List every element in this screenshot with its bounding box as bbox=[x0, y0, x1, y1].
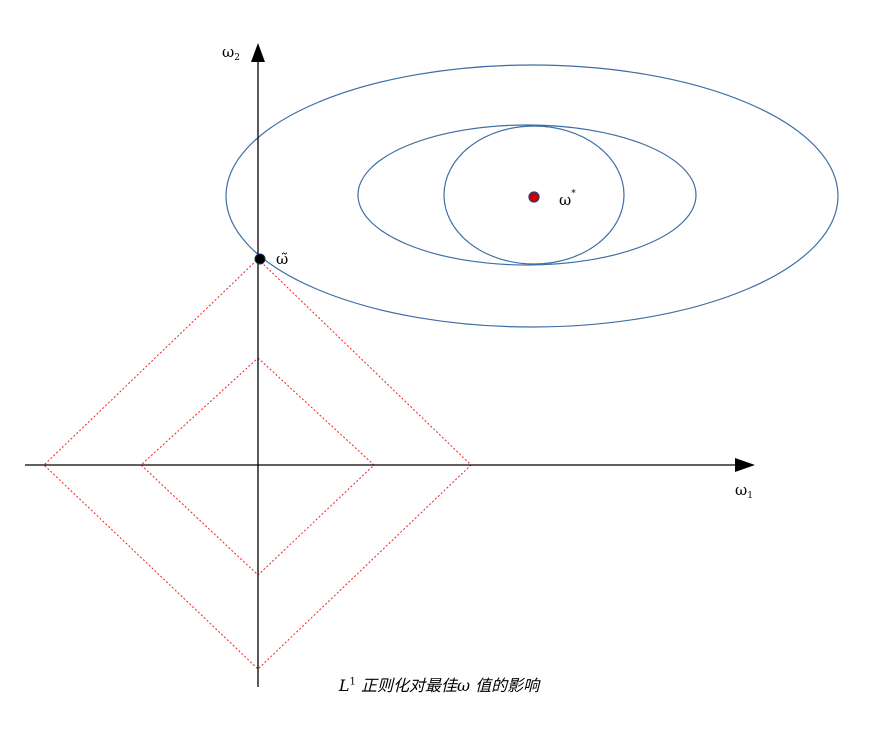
x-axis-label: ω1 bbox=[735, 481, 753, 501]
loss-contours bbox=[225, 64, 839, 328]
x-axis-arrow bbox=[735, 458, 755, 472]
y-axis-arrow bbox=[251, 43, 265, 62]
figure-caption: L1 正则化对最佳ω 值的影响 bbox=[0, 672, 878, 696]
contour-middle bbox=[357, 124, 697, 266]
caption-text: 正则化对最佳ω 值的影响 bbox=[355, 676, 540, 695]
contour-outer bbox=[225, 64, 839, 328]
contour-inner bbox=[443, 125, 625, 265]
l1-diamond-outer bbox=[43, 258, 472, 670]
y-axis-label: ω2 bbox=[222, 43, 240, 63]
caption-prefix: L bbox=[338, 676, 350, 695]
regularized-point bbox=[254, 253, 266, 265]
axes bbox=[25, 58, 740, 687]
regularized-label: ω̃ bbox=[276, 250, 288, 268]
caption-sup: 1 bbox=[349, 676, 356, 688]
optimum-point bbox=[528, 191, 540, 203]
optimum-label: ω* bbox=[559, 189, 576, 209]
